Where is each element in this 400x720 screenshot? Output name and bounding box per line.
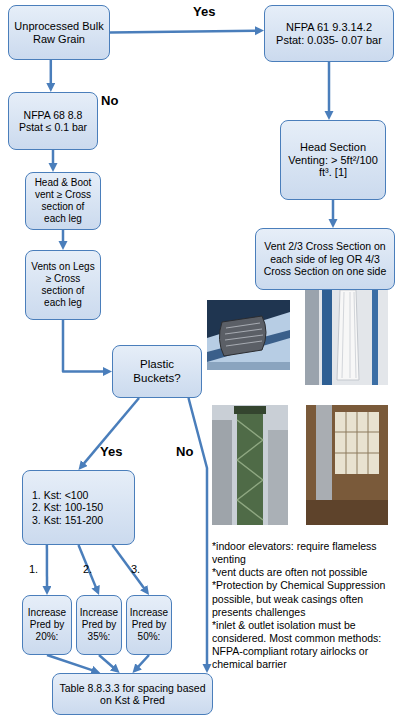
edge-label: 3. — [131, 563, 140, 575]
node-text: 1. Kst: <100 — [32, 489, 88, 501]
edge-label: 2. — [83, 563, 92, 575]
flow-arrow — [332, 200, 335, 220]
decision-box: Plastic Buckets? — [112, 345, 202, 398]
process-box: Increase Pred by 20%: — [22, 595, 72, 655]
fabric-tube — [337, 290, 359, 380]
note-text: *Protection by Chemical Suppression poss… — [212, 579, 398, 618]
flow-arrow — [63, 320, 104, 372]
flow-arrow — [99, 655, 114, 668]
process-box: Vent 2/3 Cross Section on each side of l… — [255, 228, 395, 290]
node-text: Plastic Buckets? — [117, 358, 197, 385]
photo-vent-panel — [207, 300, 290, 370]
notes-block: *indoor elevators: require flameless ven… — [212, 540, 398, 671]
list-box: 1. Kst: <1002. Kst: 100-1503. Kst: 151-2… — [22, 470, 135, 545]
process-box: NFPA 61 9.3.14.2Pstat: 0.035- 0.07 bar — [264, 5, 394, 62]
note-text: *indoor elevators: require flameless ven… — [212, 540, 398, 566]
node-text: Increase Pred by 20%: — [27, 607, 67, 642]
flow-arrow — [328, 62, 331, 112]
photo-indoor-leg — [306, 405, 388, 525]
flow-arrow — [138, 655, 149, 667]
node-text: Vent 2/3 Cross Section on each side of l… — [260, 240, 390, 277]
blue-rail — [372, 290, 378, 385]
blue-pipe — [322, 290, 332, 385]
edge-label: No — [101, 93, 118, 108]
photo-elevator-tower — [212, 405, 288, 525]
photo-floor — [207, 362, 290, 370]
process-box: Vents on Legs ≥ Cross section of each le… — [25, 250, 101, 320]
edge-label: No — [176, 444, 193, 459]
flow-arrow — [62, 230, 65, 242]
node-text: Table 8.8.3.3 for spacing based on Kst &… — [57, 682, 208, 707]
flow-arrow — [50, 60, 53, 84]
node-text: NFPA 61 9.3.14.2 — [286, 21, 372, 34]
node-text: Unprocessed Bulk Raw Grain — [13, 20, 105, 46]
vent-grill — [225, 323, 263, 346]
result-box: Table 8.8.3.3 for spacing based on Kst &… — [52, 673, 213, 715]
process-box: Head & Boot vent ≥ Cross section of each… — [25, 172, 101, 230]
flow-arrow — [110, 31, 256, 33]
process-box: Head SectionVenting: > 5ft²/100 ft³. [1] — [280, 120, 386, 200]
photo-fabric-vent — [305, 290, 388, 385]
node-text: Increase Pred by 50%: — [130, 607, 168, 642]
node-text: Head Section — [300, 141, 366, 154]
window — [335, 412, 379, 474]
note-text: *vent ducts are often not possible — [212, 566, 398, 579]
process-box: Increase Pred by 50%: — [126, 595, 172, 655]
photo-column — [305, 290, 319, 385]
photo-wall — [306, 405, 388, 525]
node-text: 3. Kst: 151-200 — [32, 514, 103, 526]
node-text: Vents on Legs ≥ Cross section of each le… — [30, 261, 96, 308]
node-text: Pstat ≤ 0.1 bar — [19, 121, 87, 133]
tower-leg — [237, 412, 263, 525]
edge-label: 1. — [29, 563, 38, 575]
node-text: Pstat: 0.035- 0.07 bar — [276, 34, 382, 47]
node-text: 2. Kst: 100-150 — [32, 501, 103, 513]
photo-wall — [305, 290, 388, 385]
flow-arrow — [112, 545, 144, 589]
node-text: Venting: > 5ft²/100 ft³. [1] — [285, 154, 381, 180]
flow-arrow — [189, 398, 208, 665]
tower-lattice — [237, 420, 263, 520]
photo-sky — [212, 405, 288, 525]
flow-arrow — [46, 545, 49, 587]
edge-label: Yes — [193, 4, 215, 19]
start-box: Unprocessed Bulk Raw Grain — [8, 5, 110, 60]
photo-sky — [207, 300, 290, 370]
flow-arrow — [47, 655, 93, 670]
process-box: NFPA 68 8.8Pstat ≤ 0.1 bar — [8, 92, 98, 150]
node-text: Head & Boot vent ≥ Cross section of each… — [30, 177, 96, 224]
node-text: NFPA 68 8.8 — [24, 109, 83, 121]
photo-floor — [306, 500, 388, 525]
silo — [268, 430, 288, 525]
flow-arrow — [79, 545, 97, 588]
window-grid — [335, 412, 379, 474]
node-text: Increase Pred by 35%: — [80, 607, 118, 642]
process-box: Increase Pred by 35%: — [76, 595, 122, 655]
note-text: *inlet & outlet isolation must be consid… — [212, 619, 398, 672]
edge-label: Yes — [100, 444, 122, 459]
fabric-folds — [342, 292, 356, 378]
flow-arrow — [84, 398, 139, 464]
silo — [212, 420, 232, 525]
vent-panel — [219, 316, 266, 356]
tower-head — [234, 406, 266, 414]
flow-arrow — [52, 150, 55, 164]
